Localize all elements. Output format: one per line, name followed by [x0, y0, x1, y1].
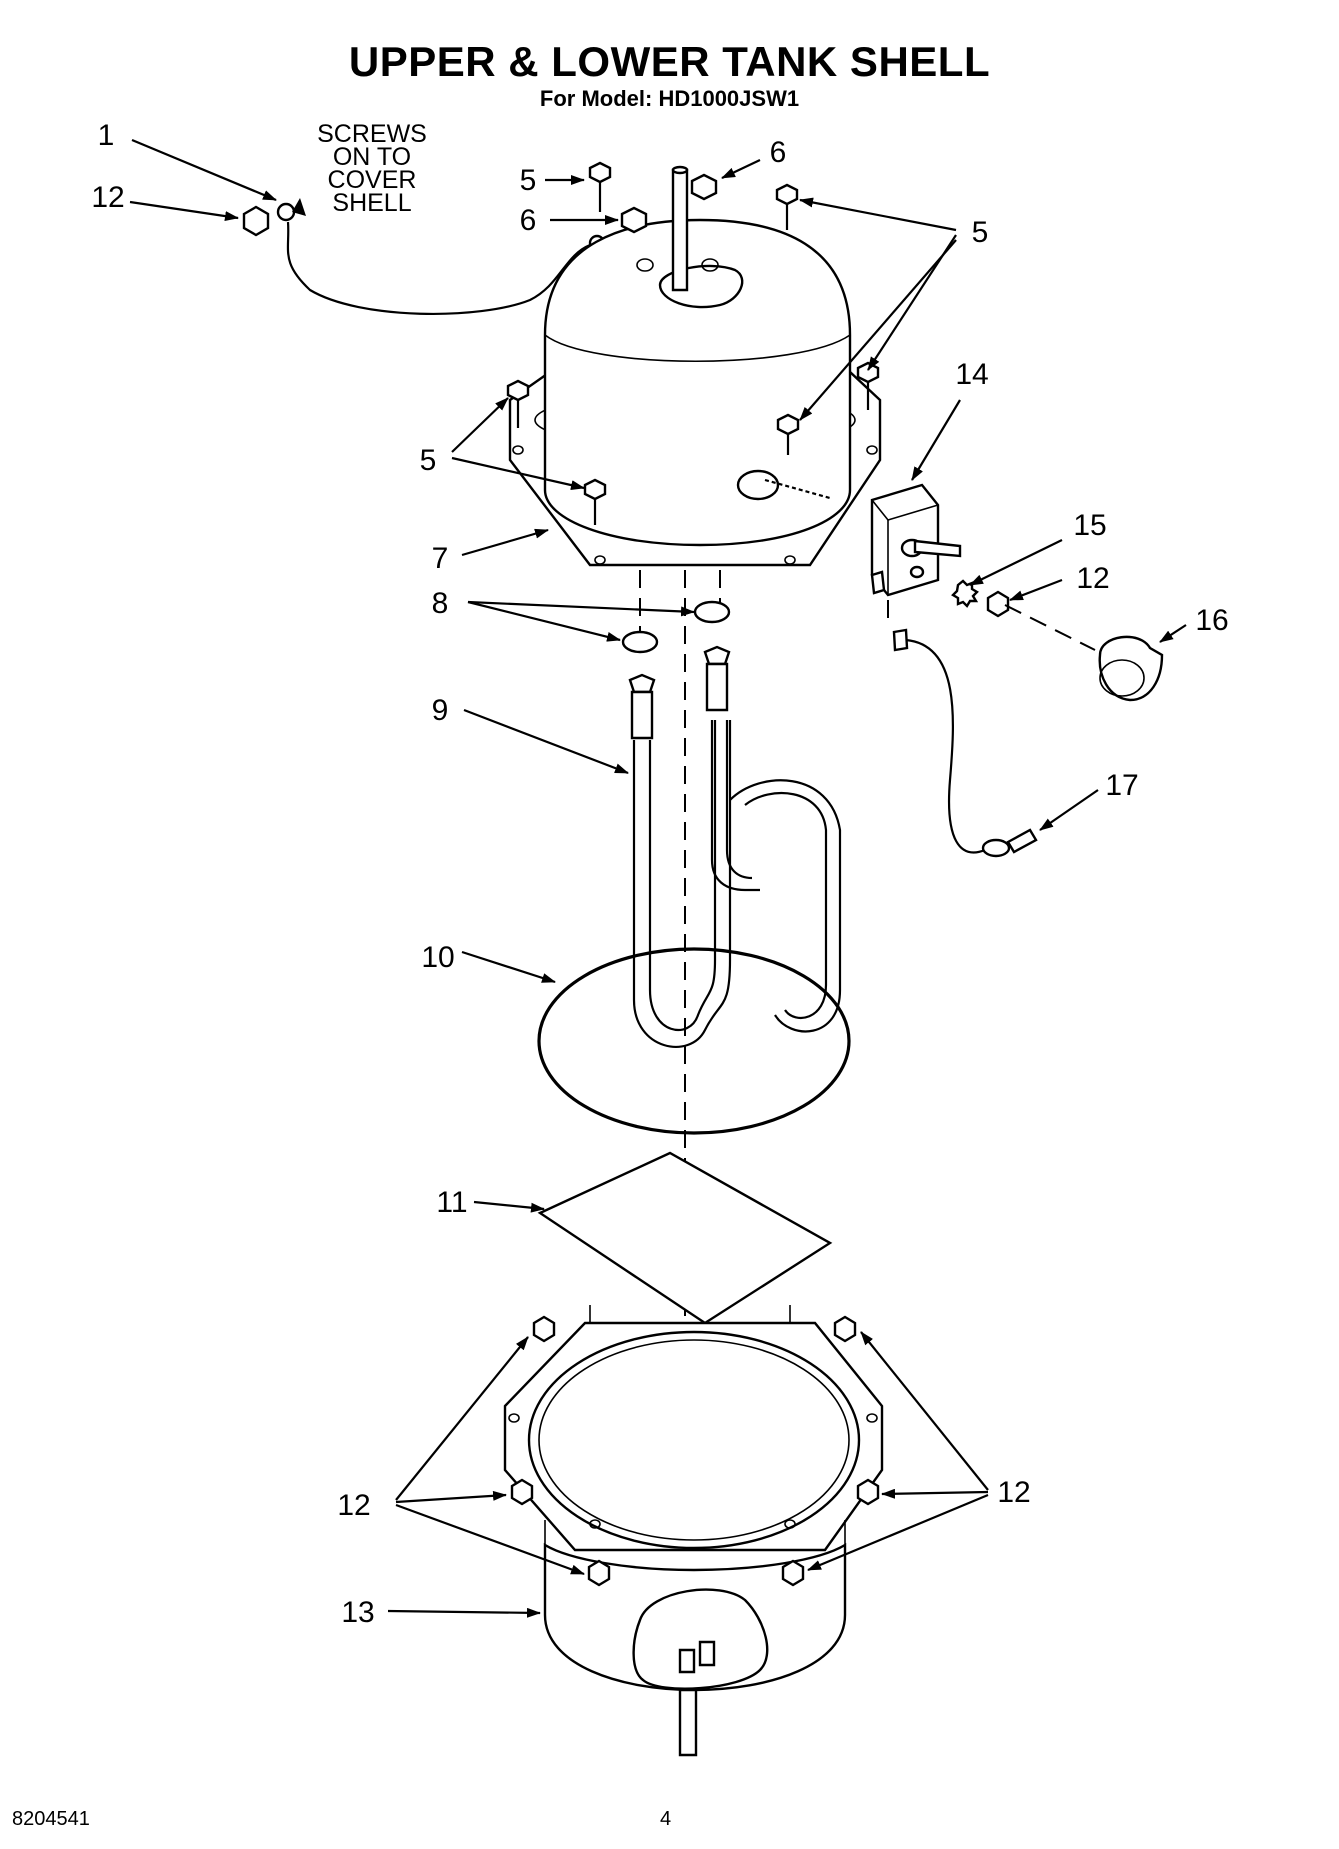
callout-5-right: 5 — [972, 216, 989, 249]
o-rings-part-8 — [621, 600, 731, 654]
callout-9: 9 — [432, 694, 449, 727]
star-washer — [951, 579, 979, 608]
callout-6-mid: 6 — [520, 204, 537, 237]
screw-arrow-icon — [292, 198, 306, 216]
document-number: 8204541 — [12, 1808, 90, 1830]
callout-13: 13 — [341, 1596, 374, 1629]
note-line-3: COVER — [328, 166, 417, 194]
callout-6-top: 6 — [770, 136, 787, 169]
callout-12-top-left: 12 — [91, 181, 124, 214]
callout-12-bottom-left: 12 — [337, 1489, 370, 1522]
page-title: UPPER & LOWER TANK SHELL — [348, 38, 991, 85]
callout-1: 1 — [98, 119, 115, 152]
note-line-1: SCREWS — [317, 120, 427, 148]
callout-17: 17 — [1105, 769, 1138, 802]
callout-15: 15 — [1073, 509, 1106, 542]
screw-top-b — [775, 183, 799, 230]
thermostat-nut — [986, 590, 1010, 618]
callout-14: 14 — [955, 358, 988, 391]
page-number: 4 — [660, 1808, 672, 1830]
screws-part-5 — [506, 161, 880, 525]
callout-5-top: 5 — [520, 164, 537, 197]
gasket-ring — [537, 947, 851, 1135]
screw-left — [506, 379, 530, 428]
callout-12-right: 12 — [1076, 562, 1109, 595]
thermostat-tab — [870, 570, 886, 595]
lower-nuts — [510, 1305, 880, 1587]
ground-nut — [242, 205, 270, 237]
wire-connector — [1006, 828, 1038, 854]
nut-top — [690, 173, 718, 201]
nuts-part-6 — [620, 173, 718, 234]
upper-tank-shell — [508, 165, 882, 567]
callout-8: 8 — [432, 587, 449, 620]
callout-5-left: 5 — [420, 444, 437, 477]
ground-wire — [286, 221, 591, 316]
element-access-cover — [632, 1588, 769, 1690]
note-line-4: SHELL — [332, 189, 411, 217]
leader-lines — [129, 138, 1187, 1618]
callout-11: 11 — [436, 1186, 467, 1219]
control-knob — [1098, 635, 1164, 702]
screws-note: SCREWS ON TO COVER SHELL — [317, 120, 427, 217]
thermostat-wire — [905, 638, 986, 854]
callout-12-bottom-right: 12 — [997, 1476, 1030, 1509]
screw-front — [583, 478, 607, 525]
thermostat-rod — [671, 168, 689, 292]
callout-numbers: 1 12 5 6 6 5 5 14 7 15 12 8 16 9 17 10 1… — [91, 119, 1228, 1629]
callout-7: 7 — [432, 542, 449, 575]
callout-16: 16 — [1195, 604, 1228, 637]
drain-pipe — [678, 1688, 698, 1757]
nut-mid — [620, 206, 648, 234]
screw-top-a — [588, 161, 612, 212]
element-terminal-right — [705, 662, 729, 712]
screw-right-b — [776, 413, 800, 455]
lower-tank-shell — [503, 1321, 884, 1757]
ground-washer — [276, 202, 296, 222]
note-line-2: ON TO — [333, 143, 411, 171]
thermostat-assembly — [870, 483, 1164, 858]
callout-10: 10 — [421, 941, 454, 974]
element-terminal-left — [630, 690, 654, 740]
thermostat-shaft — [913, 539, 962, 558]
insulation-pad — [537, 1151, 833, 1325]
model-subtitle: For Model: HD1000JSW1 — [539, 86, 800, 111]
wire-clip — [892, 628, 909, 652]
heating-element — [628, 645, 842, 1048]
